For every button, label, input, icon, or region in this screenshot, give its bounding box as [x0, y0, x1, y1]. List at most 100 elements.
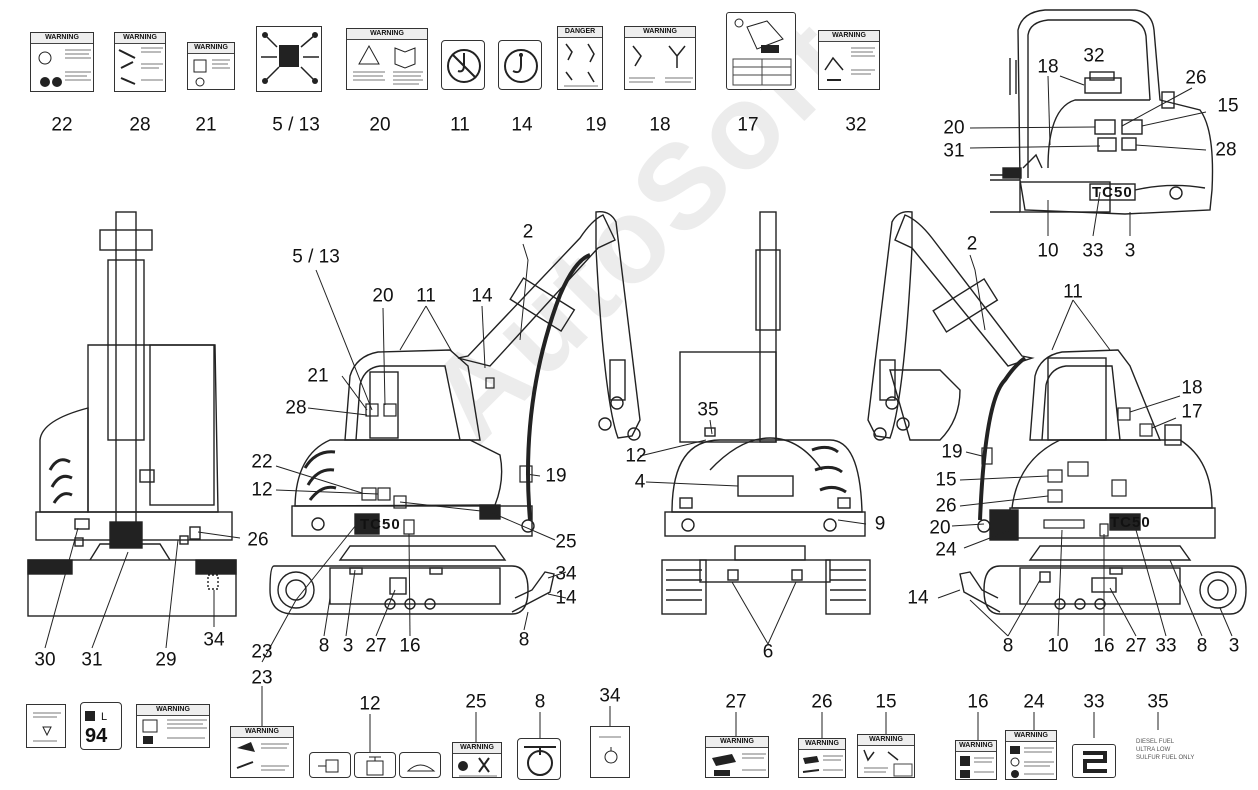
decal-12-c — [399, 752, 441, 778]
callout-front-30: 30 — [34, 649, 56, 671]
decal-33 — [1072, 744, 1116, 778]
callout-28: 28 — [129, 114, 151, 136]
callout-front-34: 34 — [203, 629, 225, 651]
callout-left-3: 3 — [342, 635, 354, 657]
callout-left-8: 8 — [318, 635, 330, 657]
callout-cab-18: 18 — [1037, 56, 1059, 78]
decal-12-a-pictogram — [318, 759, 339, 773]
decal-35-text: DIESEL FUEL ULTRA LOW SULFUR FUEL ONLY — [1136, 739, 1195, 761]
callout-right-2: 2 — [966, 233, 978, 255]
decal-20-pictogram — [353, 44, 423, 85]
decal-28-heading: WARNING — [115, 33, 165, 44]
callout-bottom-27: 27 — [725, 691, 747, 713]
callout-bottom-26: 26 — [811, 691, 833, 713]
decal-32: WARNING — [818, 30, 880, 90]
callout-bottom-34: 34 — [599, 685, 621, 707]
callout-front-31: 31 — [81, 649, 103, 671]
callout-right-10: 10 — [1047, 635, 1069, 657]
decal-21-pictogram — [193, 59, 230, 87]
callout-left-21: 21 — [307, 365, 329, 387]
callout-right-11: 11 — [1063, 281, 1083, 303]
callout-left-12: 12 — [251, 479, 273, 501]
callout-left-27: 27 — [365, 635, 387, 657]
callout-right-26: 26 — [935, 495, 957, 517]
decal-26: WARNING — [798, 738, 846, 778]
callout-rear-6: 6 — [762, 641, 774, 663]
callout-left-34: 34 — [555, 563, 577, 585]
decal-34 — [590, 726, 630, 778]
callout-11: 11 — [450, 114, 470, 136]
right-side-view-drawing — [867, 211, 1247, 615]
decal-17-pictogram — [732, 18, 792, 86]
noise-level-unit: L — [101, 711, 108, 723]
decal-19-pictogram — [564, 43, 598, 87]
decal-11 — [441, 40, 485, 90]
callout-right-17: 17 — [1181, 401, 1203, 423]
callout-cab-15: 15 — [1217, 95, 1239, 117]
decal-12-a — [309, 752, 351, 778]
callout-19: 19 — [585, 114, 607, 136]
callout-left-22: 22 — [251, 451, 273, 473]
callout-20: 20 — [369, 114, 391, 136]
callout-bottom-16: 16 — [967, 691, 989, 713]
front-view-drawing — [27, 211, 237, 617]
decal-29-heading: WARNING — [137, 705, 209, 716]
decal-17 — [726, 12, 796, 90]
callout-right-20: 20 — [929, 517, 951, 539]
callout-right-27: 27 — [1125, 635, 1147, 657]
decal-23: WARNING — [230, 726, 294, 778]
decal-33-pictogram — [1083, 751, 1107, 773]
decal-16-heading: WARNING — [956, 741, 996, 752]
decal-8 — [517, 738, 561, 780]
decal-12-b — [354, 752, 396, 778]
decal-24-heading: WARNING — [1006, 731, 1056, 742]
callout-left-20: 20 — [372, 285, 394, 307]
callout-bottom-8: 8 — [534, 691, 546, 713]
callout-right-24: 24 — [935, 539, 957, 561]
callout-bottom-23: 23 — [251, 667, 273, 689]
lifting-hook-icon — [504, 49, 538, 83]
callout-rear-4: 4 — [634, 471, 646, 493]
callout-cab-26: 26 — [1185, 67, 1207, 89]
badge-tc50-right: TC50 — [1110, 514, 1151, 531]
decal-12-b-pictogram — [366, 756, 384, 776]
decal-22: WARNING — [30, 32, 94, 92]
decal-29-pictogram — [142, 719, 207, 744]
decal-25-pictogram — [458, 757, 497, 777]
decal-16-pictogram — [960, 756, 994, 778]
decal-27-heading: WARNING — [706, 737, 768, 748]
decal-27-pictogram — [712, 753, 766, 776]
callout-right-18: 18 — [1181, 377, 1203, 399]
callout-cab-20: 20 — [943, 117, 965, 139]
decal-20-heading: WARNING — [347, 29, 427, 40]
decal-22-heading: WARNING — [31, 33, 93, 44]
hook-prohibited-icon — [447, 49, 481, 83]
callout-18: 18 — [649, 114, 671, 136]
callout-5-13: 5 / 13 — [272, 114, 320, 136]
decal-23-heading: WARNING — [231, 727, 293, 738]
decal-34-pictogram — [599, 736, 621, 764]
decal-24: WARNING — [1005, 730, 1057, 780]
badge-tc50-cab: TC50 — [1092, 184, 1133, 201]
decal-5-13 — [256, 26, 322, 92]
callout-left-23: 23 — [251, 641, 273, 663]
callout-left-16: 16 — [399, 635, 421, 657]
callout-bottom-24: 24 — [1023, 691, 1045, 713]
callout-rear-12: 12 — [625, 445, 647, 467]
callout-21: 21 — [195, 114, 217, 136]
callout-cab-3: 3 — [1124, 240, 1136, 262]
callout-rear-35: 35 — [697, 399, 719, 421]
decal-20: WARNING — [346, 28, 428, 90]
callout-front-26: 26 — [247, 529, 269, 551]
callout-left-14: 14 — [471, 285, 493, 307]
decal-27: WARNING — [705, 736, 769, 778]
decal-30 — [26, 704, 66, 748]
callout-right-15: 15 — [935, 469, 957, 491]
callout-rear-9: 9 — [874, 513, 886, 535]
callout-left-14b: 14 — [555, 587, 577, 609]
noise-level-value: 94 — [85, 725, 108, 747]
callout-bottom-15: 15 — [875, 691, 897, 713]
callout-cab-33: 33 — [1082, 240, 1104, 262]
callout-left-19: 19 — [545, 465, 567, 487]
